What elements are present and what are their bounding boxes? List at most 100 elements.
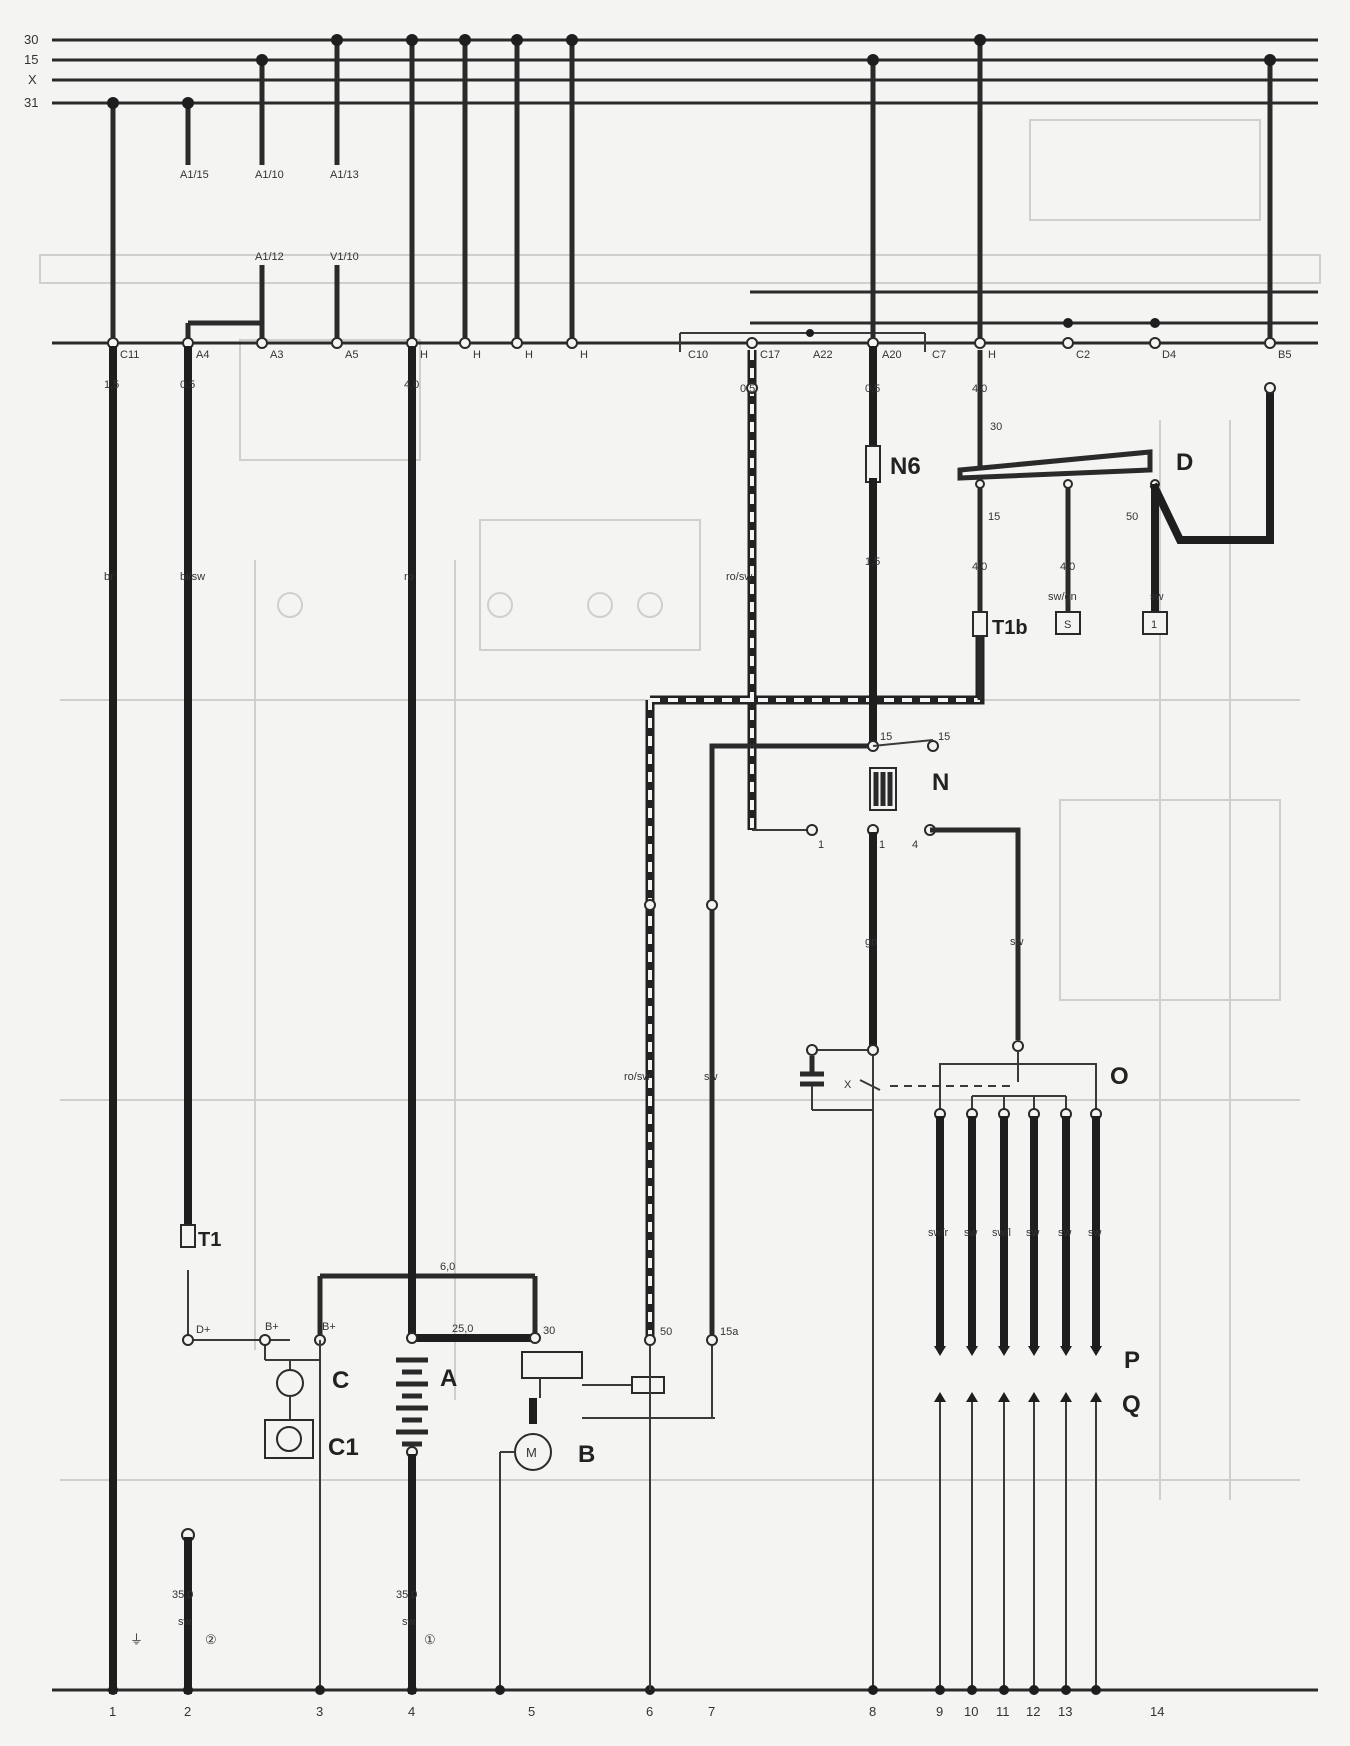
plug-1: 1 (1151, 619, 1157, 631)
track-6-wire: 0,5 ro/sw ro/sw 50 (624, 350, 985, 1346)
color-ign-coil-out: gn (865, 936, 877, 948)
term-d-plus: D+ (196, 1324, 210, 1336)
label-t1: T1 (198, 1229, 221, 1251)
track-1-ground-wire: 1,5 br ⏚ (104, 346, 143, 1694)
term-30-starter: 30 (543, 1325, 555, 1337)
label-c1: C1 (328, 1434, 359, 1461)
supply-rails: 30 15 X 31 (24, 32, 1318, 110)
plug-wire-11: sw/l (992, 1108, 1011, 1690)
term-b-plus-1: B+ (265, 1321, 279, 1333)
track-number-10: 10 (964, 1704, 978, 1719)
pin-b5: B5 (1278, 349, 1291, 361)
label-c: C (332, 1367, 349, 1394)
pin-a5: A5 (345, 349, 358, 361)
track-number-5: 5 (528, 1704, 535, 1719)
bottom-ground-bus (52, 1346, 1318, 1695)
gauge-d-15: 4,0 (972, 561, 987, 573)
gauge-c4: 4,0 (404, 379, 419, 391)
pin-h2: H (473, 349, 481, 361)
pin-h3: H (525, 349, 533, 361)
plug-wire-10: sw (964, 1108, 978, 1690)
pin-h5: H (988, 349, 996, 361)
color-c7: sw (704, 1071, 718, 1083)
background-ghost-print (39, 119, 1321, 1500)
distributor-o: O (939, 1040, 1129, 1112)
plug-wire-14: sw (1088, 1108, 1102, 1690)
track-number-6: 6 (646, 1704, 653, 1719)
starter-group: 30 M B (499, 1276, 715, 1690)
plug-wire-color-14: sw (1088, 1227, 1102, 1239)
ground-marker-2: ② (205, 1632, 217, 1647)
plug-wire-9: sw/r (928, 1108, 949, 1690)
gauge-starter-top: 6,0 (440, 1261, 455, 1273)
pin-h4: H (580, 349, 588, 361)
breaker-points-group: X (800, 1044, 1010, 1690)
plug-wire-color-11: sw/l (992, 1227, 1011, 1239)
track-number-14: 14 (1150, 1704, 1164, 1719)
track-number-13: 13 (1058, 1704, 1072, 1719)
pin-a4: A4 (196, 349, 209, 361)
track-number-8: 8 (869, 1704, 876, 1719)
term-50: 50 (660, 1326, 672, 1338)
connector-t1b (972, 611, 988, 637)
color-c2-bottom: sw (178, 1616, 192, 1628)
pin-c7: C7 (932, 349, 946, 361)
pin-h1: H (420, 349, 428, 361)
track-number-11: 11 (996, 1704, 1010, 1719)
gauge-c2: 0,5 (180, 379, 195, 391)
ignition-coil-n (869, 767, 897, 811)
rail-label-30: 30 (24, 32, 38, 47)
color-c1: br (104, 571, 114, 583)
color-c6-top: ro/sw (726, 571, 752, 583)
plug-wire-12: sw (1026, 1108, 1040, 1690)
ignition-switch-d: 4,0 30 D 15 4,0 T1b 4,0 sw/gn S 50 sw 1 (957, 350, 1276, 700)
term-30-d: 30 (990, 421, 1002, 433)
label-o: O (1110, 1063, 1129, 1090)
plug-wire-13: sw (1058, 1108, 1072, 1690)
label-a: A (440, 1365, 457, 1392)
track-number-2: 2 (184, 1704, 191, 1719)
connector-pins: C11 A4 A3 A5 H H H H C10 C17 A22 A20 C7 … (107, 337, 1291, 361)
gauge-n6-bottom: 1,5 (865, 556, 880, 568)
term-1-coil-b: 1 (879, 839, 885, 851)
rail-taps: A1/15 A1/10 A1/13 A1/12 V1/10 (107, 34, 1276, 343)
gauge-n6-top: 0,5 (865, 383, 880, 395)
ground-marker-31: ⏚ (130, 1632, 143, 1647)
battery-a (396, 1357, 428, 1447)
plug-wire-color-9: sw/r (928, 1227, 949, 1239)
term-15-coil: 15 (880, 731, 892, 743)
label-p: P (1124, 1347, 1140, 1374)
term-15-d: 15 (988, 511, 1000, 523)
rail-label-31: 31 (24, 95, 38, 110)
color-d-right: sw (1150, 591, 1164, 603)
ground-marker-1: ① (424, 1632, 436, 1647)
term-50-d: 50 (1126, 511, 1138, 523)
connector-plug-s2 (1142, 611, 1168, 635)
label-b: B (578, 1441, 595, 1468)
track-number-7: 7 (708, 1704, 715, 1719)
pin-c11: C11 (120, 349, 139, 361)
rail-label-15: 15 (24, 52, 38, 67)
label-q: Q (1122, 1391, 1141, 1418)
tap-label-a1-13: A1/13 (330, 169, 359, 181)
track-number-4: 4 (408, 1704, 415, 1719)
plug-s: S (1064, 619, 1071, 631)
gauge-c1: 1,5 (104, 379, 119, 391)
starter-solenoid (521, 1351, 583, 1379)
track-number-1: 1 (109, 1704, 116, 1719)
term-1-coil: 1 (818, 839, 824, 851)
gauge-starter-link: 25,0 (452, 1323, 473, 1335)
plug-wire-color-12: sw (1026, 1227, 1040, 1239)
pin-a20: A20 (882, 349, 902, 361)
term-x-points: X (844, 1079, 852, 1091)
gauge-c4-bottom: 35,0 (396, 1589, 417, 1601)
color-d-mid: sw/gn (1048, 591, 1077, 603)
starter-terminal-50 (631, 1376, 665, 1394)
pin-c2: C2 (1076, 349, 1090, 361)
term-4-coil: 4 (912, 839, 918, 851)
gauge-c2-bottom: 35,0 (172, 1589, 193, 1601)
track-7-wire: sw 15a (704, 743, 870, 1418)
color-c6-bottom: ro/sw (624, 1071, 650, 1083)
plug-wire-color-13: sw (1058, 1227, 1072, 1239)
